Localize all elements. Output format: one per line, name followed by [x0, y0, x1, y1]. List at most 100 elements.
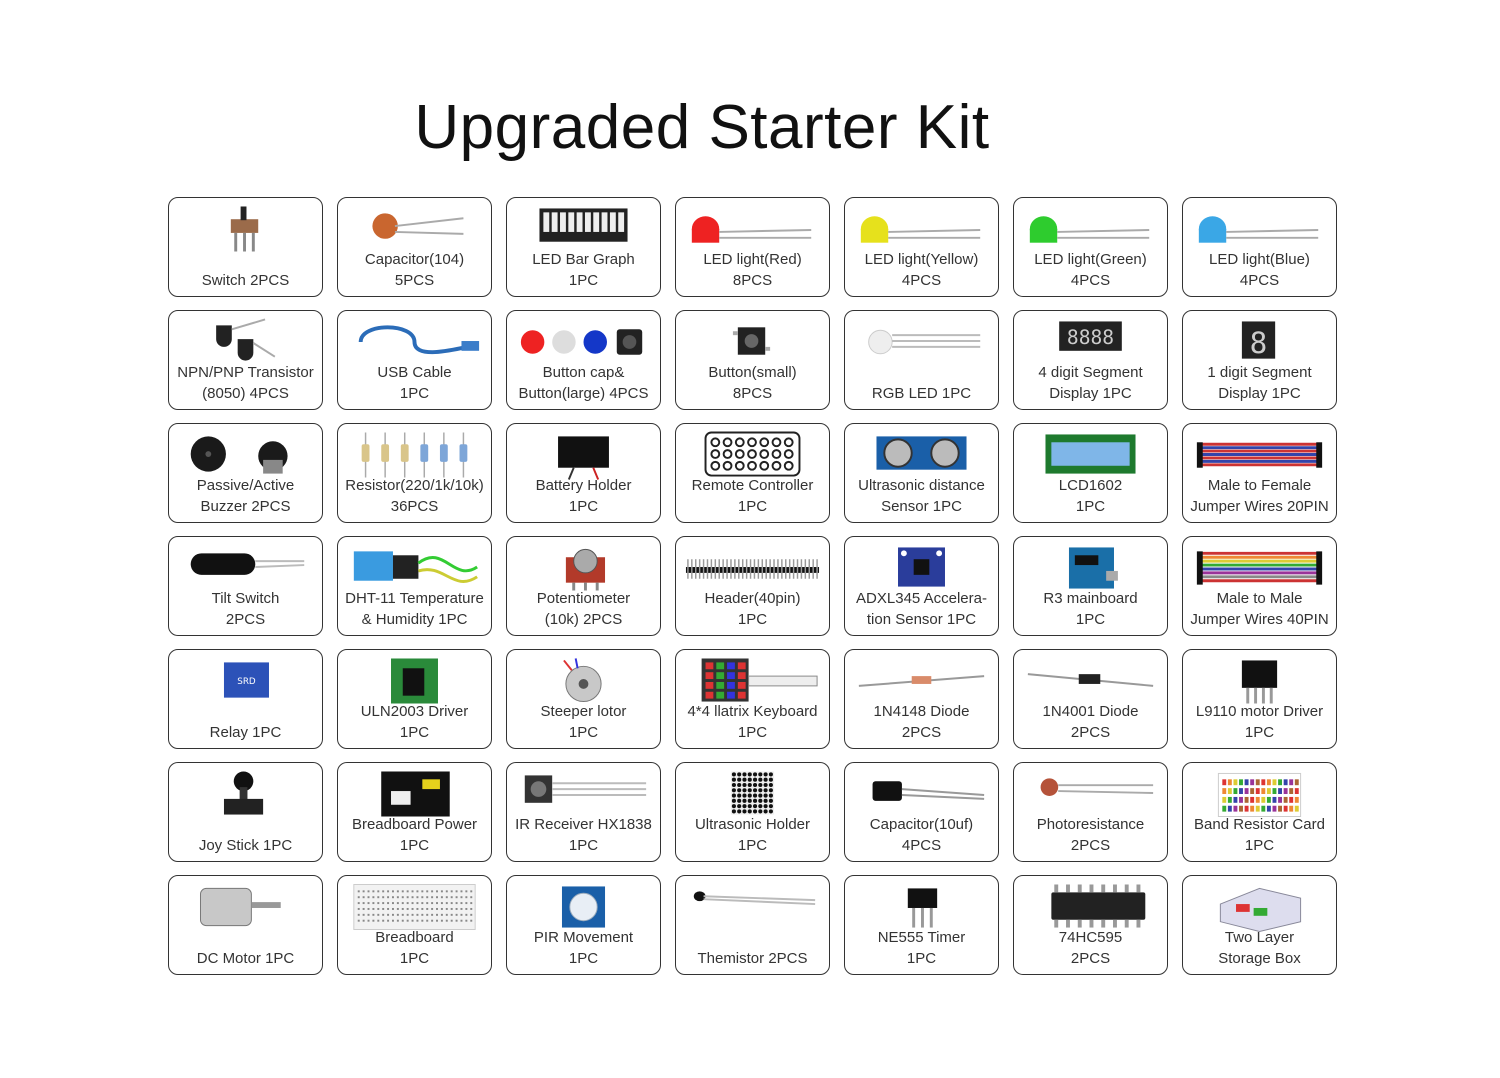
storage-box-icon	[1191, 882, 1328, 932]
component-label: 4*4 llatrix Keyboard 1PC	[687, 703, 818, 741]
component-label: RGB LED 1PC	[871, 385, 972, 402]
led-red-icon	[684, 204, 821, 254]
component-card: Ultrasonic Holder 1PC	[675, 762, 830, 862]
component-label: Steeper lotor 1PC	[540, 703, 627, 741]
component-card: NE555 Timer 1PC	[844, 875, 999, 975]
component-label: Photoresistance 2PCS	[1036, 816, 1145, 854]
rgb-led-icon	[853, 317, 990, 367]
component-label: Resistor(220/1k/10k) 36PCS	[345, 477, 484, 515]
r3-mainboard-icon	[1022, 543, 1159, 593]
thermistor-icon	[684, 882, 821, 932]
four-digit-display-icon: 8888	[1022, 317, 1159, 367]
svg-text:8888: 8888	[1067, 326, 1114, 349]
component-card: ULN2003 Driver 1PC	[337, 649, 492, 749]
component-label: Capacitor(104) 5PCS	[364, 251, 465, 289]
component-label: Ultrasonic distance Sensor 1PC	[858, 477, 985, 515]
component-card: Remote Controller 1PC	[675, 423, 830, 523]
component-label: Breadboard 1PC	[375, 929, 454, 967]
component-label: Header(40pin) 1PC	[704, 590, 801, 628]
component-card: R3 mainboard 1PC	[1013, 536, 1168, 636]
component-label: Themistor 2PCS	[697, 950, 808, 967]
component-card: Capacitor(104) 5PCS	[337, 197, 492, 297]
component-card: LED light(Red) 8PCS	[675, 197, 830, 297]
component-label: LED Bar Graph 1PC	[532, 251, 635, 289]
component-label: LED light(Yellow) 4PCS	[864, 251, 979, 289]
switch-icon	[177, 204, 314, 254]
svg-text:8: 8	[1250, 326, 1268, 360]
component-label: Button(small) 8PCS	[708, 364, 797, 402]
component-card: LED light(Green) 4PCS	[1013, 197, 1168, 297]
usb-cable-icon	[346, 317, 483, 367]
component-card: Joy Stick 1PC	[168, 762, 323, 862]
component-card: L9110 motor Driver 1PC	[1182, 649, 1337, 749]
jumper-wires-20-icon	[1191, 430, 1328, 480]
component-label: ADXL345 Accelera- tion Sensor 1PC	[856, 590, 987, 628]
component-label: 1 digit Segment Display 1PC	[1207, 364, 1312, 402]
component-label: LCD1602 1PC	[1058, 477, 1123, 515]
component-label: Joy Stick 1PC	[198, 837, 293, 854]
component-label: Two Layer Storage Box	[1218, 929, 1301, 967]
component-label: Relay 1PC	[209, 724, 282, 741]
component-card: Male to Male Jumper Wires 40PIN	[1182, 536, 1337, 636]
svg-text:SRD: SRD	[237, 677, 256, 687]
component-card: 4*4 llatrix Keyboard 1PC	[675, 649, 830, 749]
component-label: Switch 2PCS	[201, 272, 290, 289]
component-card: PIR Movement 1PC	[506, 875, 661, 975]
component-label: Male to Male Jumper Wires 40PIN	[1190, 590, 1329, 628]
resistor-icon	[346, 430, 483, 480]
led-bar-graph-icon	[515, 204, 652, 254]
component-card: 8 1 digit Segment Display 1PC	[1182, 310, 1337, 410]
component-card: IR Receiver HX1838 1PC	[506, 762, 661, 862]
component-card: Male to Female Jumper Wires 20PIN	[1182, 423, 1337, 523]
resistor-card-icon	[1191, 769, 1328, 819]
component-card: Steeper lotor 1PC	[506, 649, 661, 749]
component-card: Breadboard 1PC	[337, 875, 492, 975]
component-label: USB Cable 1PC	[377, 364, 452, 402]
component-label: 4 digit Segment Display 1PC	[1038, 364, 1143, 402]
component-label: IR Receiver HX1838 1PC	[515, 816, 652, 854]
component-label: Passive/Active Buzzer 2PCS	[196, 477, 295, 515]
component-label: Band Resistor Card 1PC	[1194, 816, 1325, 854]
component-label: NPN/PNP Transistor (8050) 4PCS	[177, 364, 314, 402]
component-label: 74HC595 2PCS	[1058, 929, 1123, 967]
diode-1n4001-icon	[1022, 656, 1159, 706]
potentiometer-icon	[515, 543, 652, 593]
buzzer-icon	[177, 430, 314, 480]
component-card: Ultrasonic distance Sensor 1PC	[844, 423, 999, 523]
dc-motor-icon	[177, 882, 314, 932]
component-label: DC Motor 1PC	[196, 950, 295, 967]
pin-header-icon	[684, 543, 821, 593]
component-label: ULN2003 Driver 1PC	[360, 703, 469, 741]
component-card: ADXL345 Accelera- tion Sensor 1PC	[844, 536, 999, 636]
joystick-icon	[177, 769, 314, 819]
component-card: LED light(Yellow) 4PCS	[844, 197, 999, 297]
component-card: Band Resistor Card 1PC	[1182, 762, 1337, 862]
component-card: NPN/PNP Transistor (8050) 4PCS	[168, 310, 323, 410]
component-card: Two Layer Storage Box	[1182, 875, 1337, 975]
component-card: Capacitor(10uf) 4PCS	[844, 762, 999, 862]
led-yellow-icon	[853, 204, 990, 254]
button-caps-icon	[515, 317, 652, 367]
component-card: 1N4148 Diode 2PCS	[844, 649, 999, 749]
component-card: DHT-11 Temperature & Humidity 1PC	[337, 536, 492, 636]
component-card: Potentiometer (10k) 2PCS	[506, 536, 661, 636]
breadboard-icon	[346, 882, 483, 932]
component-card: LED Bar Graph 1PC	[506, 197, 661, 297]
component-card: RGB LED 1PC	[844, 310, 999, 410]
component-card: Button cap& Button(large) 4PCS	[506, 310, 661, 410]
capacitor-104-icon	[346, 204, 483, 254]
jumper-wires-40-icon	[1191, 543, 1328, 593]
motor-driver-chip-icon	[1191, 656, 1328, 706]
led-blue-icon	[1191, 204, 1328, 254]
lcd1602-icon	[1022, 430, 1159, 480]
stepper-motor-icon	[515, 656, 652, 706]
component-card: 1N4001 Diode 2PCS	[1013, 649, 1168, 749]
component-label: PIR Movement 1PC	[533, 929, 634, 967]
ultrasonic-sensor-icon	[853, 430, 990, 480]
component-label: LED light(Red) 8PCS	[703, 251, 802, 289]
capacitor-10uf-icon	[853, 769, 990, 819]
breadboard-power-icon	[346, 769, 483, 819]
ir-receiver-icon	[515, 769, 652, 819]
page-title: Upgraded Starter Kit	[414, 93, 990, 162]
